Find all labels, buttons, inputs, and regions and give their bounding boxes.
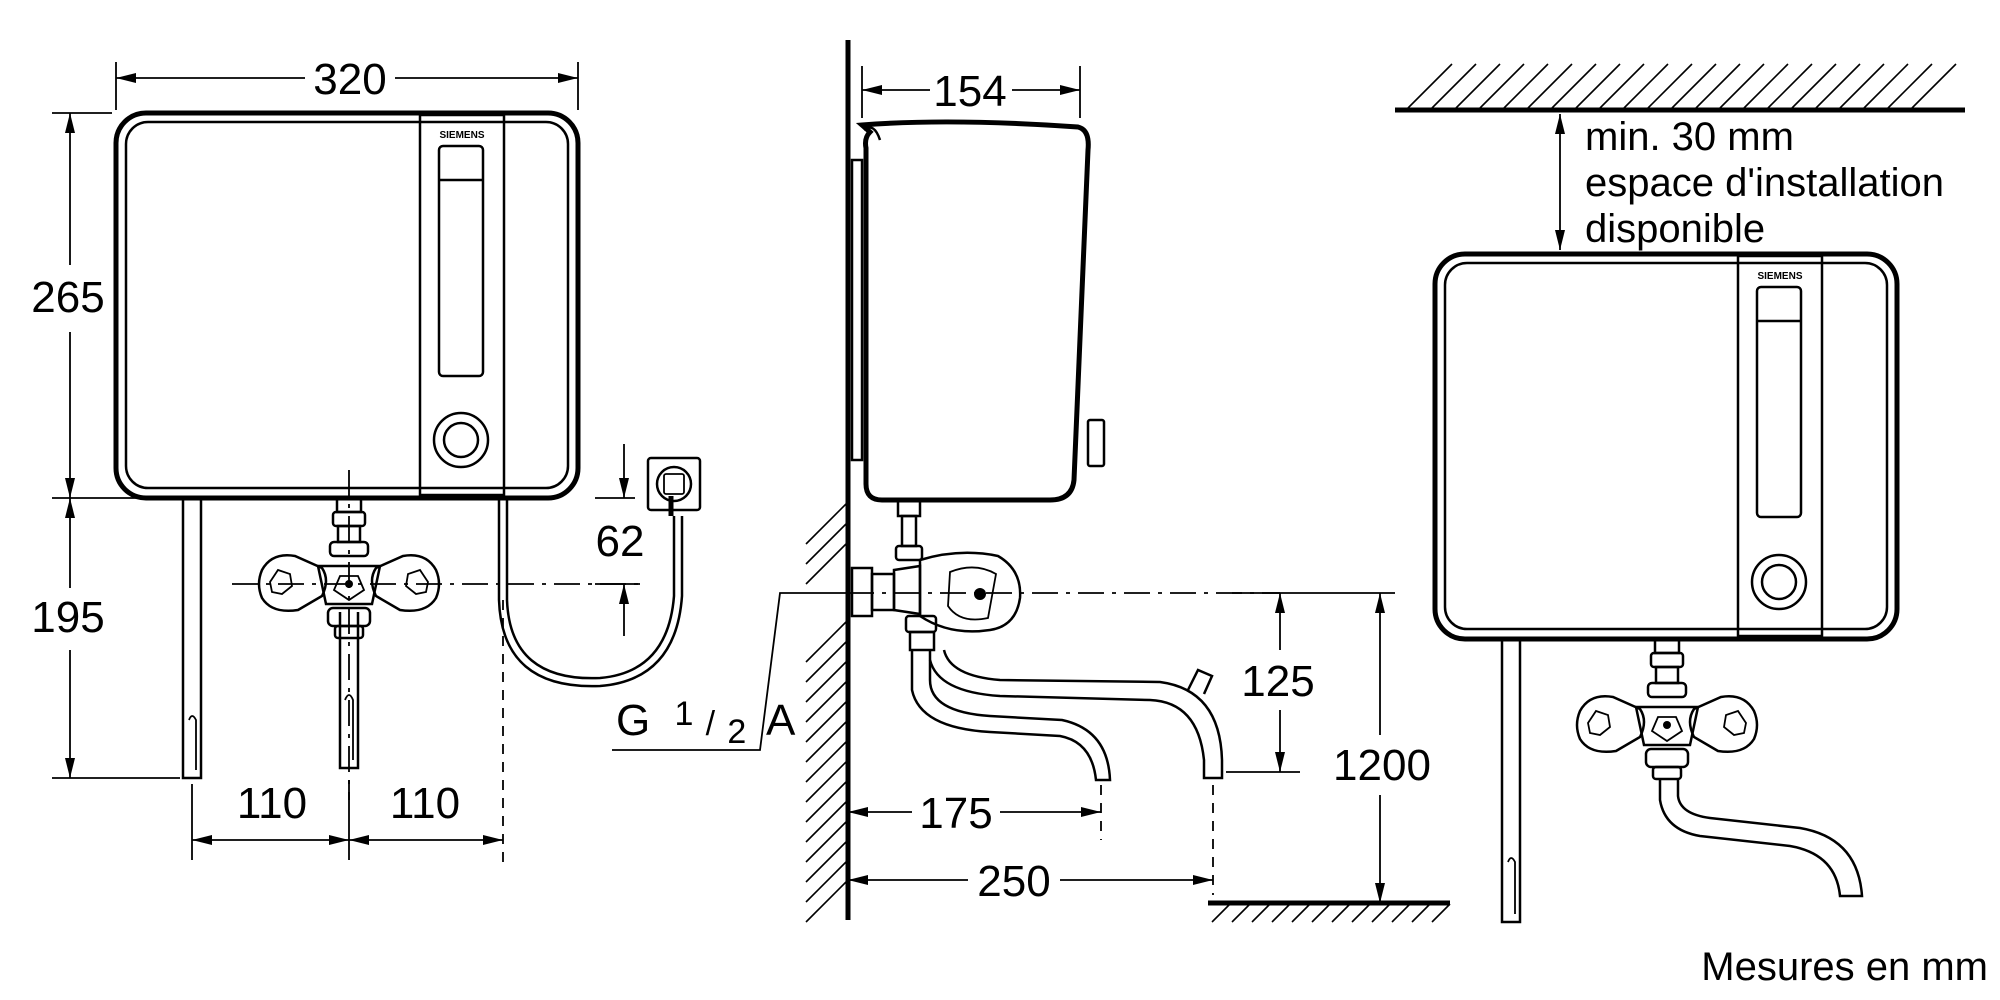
front-view: SIEMENS [31, 55, 702, 870]
side-spout-long [928, 649, 1224, 780]
dim-spout-long: 250 [977, 857, 1050, 906]
wall-hatching [805, 501, 849, 923]
dim-spacing-left: 110 [237, 779, 307, 828]
right-display-window [1755, 285, 1803, 519]
right-brand-logo: SIEMENS [1757, 271, 1802, 282]
dim-depth: 154 [933, 67, 1006, 116]
right-heater-body [1432, 251, 1900, 642]
ceiling-hatching [1407, 63, 1957, 109]
clearance-text-3: disponible [1585, 207, 1765, 251]
right-control-panel [1736, 254, 1824, 638]
right-spout [1658, 779, 1864, 898]
units-note: Mesures en mm [1701, 945, 1988, 989]
front-heater-body [113, 110, 581, 501]
front-brand-logo: SIEMENS [439, 130, 484, 141]
power-cable [505, 498, 676, 680]
clearance-text-2: espace d'installation [1585, 161, 1944, 205]
front-control-panel [418, 113, 506, 497]
front-left-pipe [181, 498, 203, 780]
dim-height-unit: 265 [31, 273, 104, 322]
dim-socket-offset: 62 [596, 517, 645, 566]
right-left-pipe [1500, 639, 1522, 924]
dim-spout-height: 125 [1241, 657, 1314, 706]
front-display-window [437, 144, 485, 378]
dim-spacing-right: 110 [390, 779, 460, 828]
right-temperature-knob [1750, 553, 1808, 611]
side-view: 154 G 1 / 2 A 125 1200 175 250 [612, 40, 1451, 923]
front-temperature-knob [432, 411, 490, 469]
clearance-view: min. 30 mm espace d'installation disponi… [1395, 63, 1965, 924]
side-spout-short [910, 650, 1112, 782]
right-mixer-tap [1575, 637, 1759, 781]
clearance-text-1: min. 30 mm [1585, 115, 1794, 159]
side-heater-body [855, 119, 1091, 503]
dim-width-front: 320 [313, 55, 386, 104]
side-mixer-tap [850, 498, 1022, 652]
dim-mount-height: 1200 [1333, 741, 1431, 790]
dim-spout-short: 175 [919, 789, 992, 838]
thread-label: G 1 / 2 A [616, 686, 796, 753]
power-socket [646, 456, 702, 512]
dim-below-unit: 195 [31, 593, 104, 642]
floor-hatching [1211, 903, 1451, 923]
